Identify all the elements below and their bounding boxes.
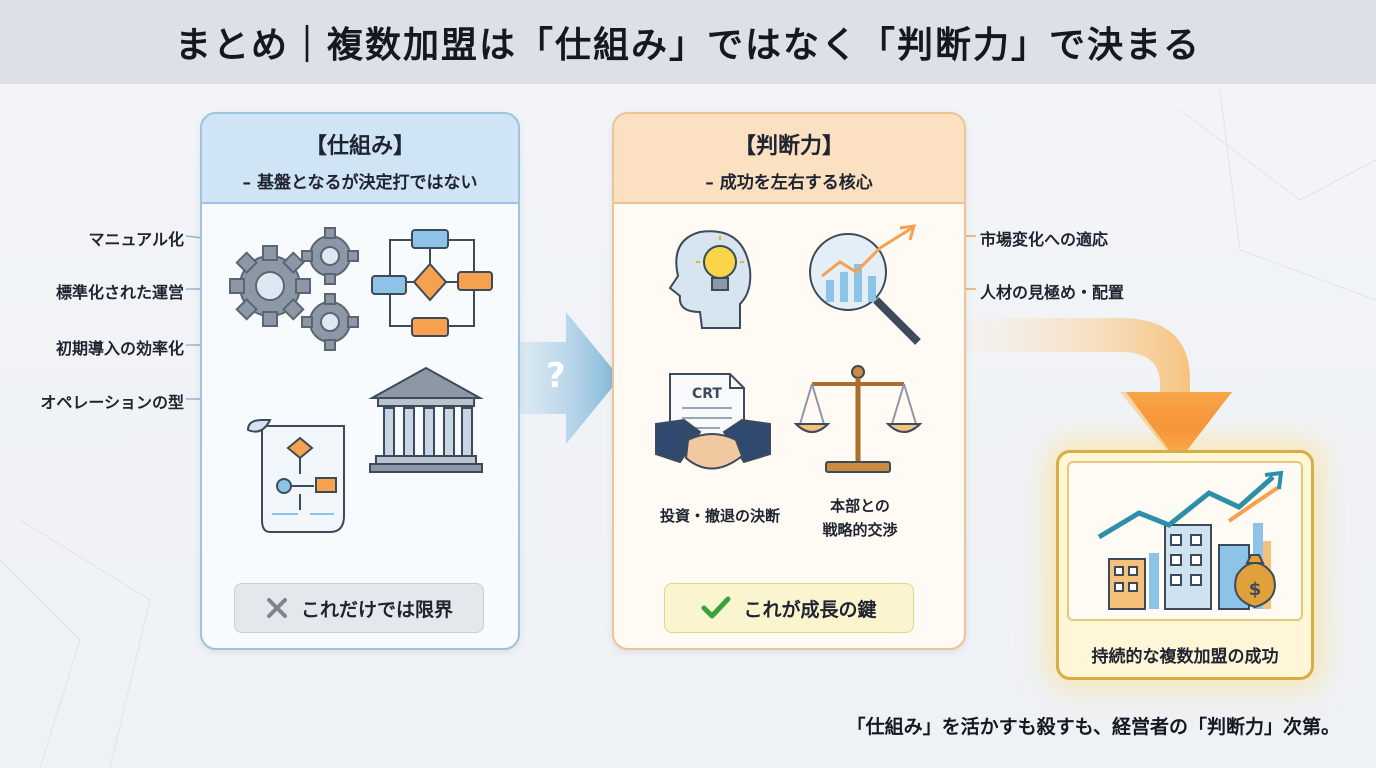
panel-system: 【仕組み】 – 基盤となるが決定打ではない [200, 112, 520, 650]
label-negotiation-line1: 本部との [830, 497, 890, 515]
label-market-adaptation: 市場変化への適応 [980, 230, 1109, 249]
label-negotiation-line2: 戦略的交渉 [822, 521, 898, 539]
panel-judgment-subtitle: – 成功を左右する核心 [705, 173, 873, 193]
footer-message: 「仕組み」を活かすも殺すも、経営者の「判断力」次第。 [846, 716, 1340, 738]
panel-system-subtitle: – 基盤となるが決定打ではない [242, 173, 478, 193]
institution-icon [368, 366, 484, 473]
success-result-box: $ 持続的な複数加盟の成功 [1056, 450, 1314, 680]
status-key-badge: これが成長の鍵 [664, 583, 914, 633]
success-label: 持続的な複数加盟の成功 [1091, 647, 1279, 667]
label-standardized-operation: 標準化された運営 [55, 283, 184, 302]
label-negotiation: 本部との 戦略的交渉 [800, 494, 920, 542]
status-limit-badge: これだけでは限界 [234, 583, 484, 633]
analysis-magnifier-icon [809, 224, 921, 345]
panel-judgment-title: 【判断力】 [733, 134, 844, 159]
panel-judgment-header: 【判断力】 – 成功を左右する核心 [614, 114, 964, 204]
balance-scale-icon [793, 365, 923, 473]
panel-judgment: 【判断力】 – 成功を左右する核心 [612, 112, 966, 650]
gears-icon [229, 227, 359, 351]
page-title: まとめ｜複数加盟は「仕組み」ではなく「判断力」で決まる [174, 25, 1201, 66]
contract-handshake-icon [655, 373, 771, 470]
doc-text: CRT [692, 386, 722, 402]
question-mark: ? [546, 356, 566, 396]
cross-icon [265, 596, 289, 620]
title-bar: まとめ｜複数加盟は「仕組み」ではなく「判断力」で決まる [0, 0, 1376, 84]
panel-system-header: 【仕組み】 – 基盤となるが決定打ではない [202, 114, 518, 204]
svg-text:$: $ [1249, 579, 1262, 600]
growth-buildings-icon: $ [1097, 470, 1284, 610]
check-icon [701, 596, 731, 620]
transition-arrow [490, 312, 620, 444]
label-manualization: マニュアル化 [88, 230, 184, 249]
label-invest-withdraw: 投資・撤退の決断 [659, 507, 780, 525]
flowchart-icon [371, 229, 493, 337]
label-initial-efficiency: 初期導入の効率化 [55, 339, 184, 358]
label-talent-placement: 人材の見極め・配置 [980, 283, 1125, 302]
status-limit-text: これだけでは限界 [300, 598, 453, 621]
process-document-icon [246, 419, 345, 533]
success-illustration: $ [1067, 461, 1303, 621]
panel-system-title: 【仕組み】 [304, 134, 415, 159]
status-key-text: これが成長の鍵 [743, 598, 877, 621]
idea-head-icon [668, 230, 752, 329]
label-operation-pattern: オペレーションの型 [40, 393, 184, 412]
